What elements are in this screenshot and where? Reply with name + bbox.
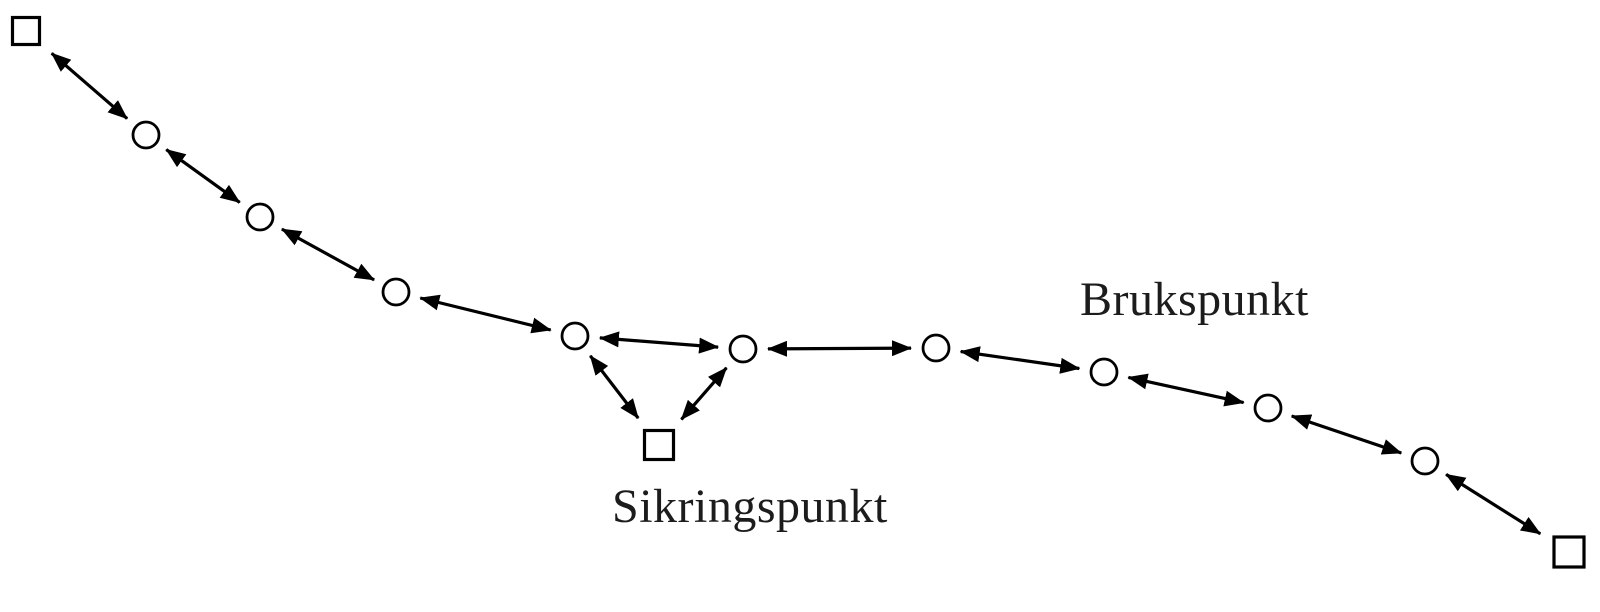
- node-circle-point-2: [245, 202, 275, 232]
- double-arrow-edge: [598, 331, 720, 354]
- double-arrow-edge: [1290, 414, 1403, 455]
- node-square-anchor-top-left: [10, 15, 42, 47]
- node-circle-point-8: [1253, 393, 1283, 423]
- double-arrow-edge: [1445, 473, 1542, 536]
- double-arrow-edge: [959, 346, 1081, 374]
- double-arrow-edge: [1127, 373, 1245, 407]
- double-arrow-edge: [680, 366, 728, 421]
- node-circle-point-9: [1410, 446, 1440, 476]
- node-circle-point-6: [921, 333, 951, 363]
- edge-layer: [50, 52, 1542, 536]
- node-circle-point-3: [381, 277, 411, 307]
- node-layer: [10, 15, 1586, 569]
- node-circle-point-7: [1089, 357, 1119, 387]
- node-square-sikringspunkt-square: [642, 428, 676, 462]
- double-arrow-edge: [767, 340, 912, 357]
- node-circle-point-1: [131, 120, 161, 150]
- double-arrow-edge: [165, 148, 241, 204]
- node-circle-point-5: [728, 334, 758, 364]
- double-arrow-edge: [50, 52, 129, 120]
- node-square-anchor-bottom-right: [1552, 535, 1586, 569]
- node-circle-point-4: [560, 321, 590, 351]
- double-arrow-edge: [589, 354, 640, 420]
- double-arrow-edge: [419, 294, 552, 334]
- double-arrow-edge: [281, 227, 375, 282]
- sikringspunkt-label: Sikringspunkt: [612, 480, 888, 533]
- brukspunkt-label: Brukspunkt: [1080, 273, 1310, 326]
